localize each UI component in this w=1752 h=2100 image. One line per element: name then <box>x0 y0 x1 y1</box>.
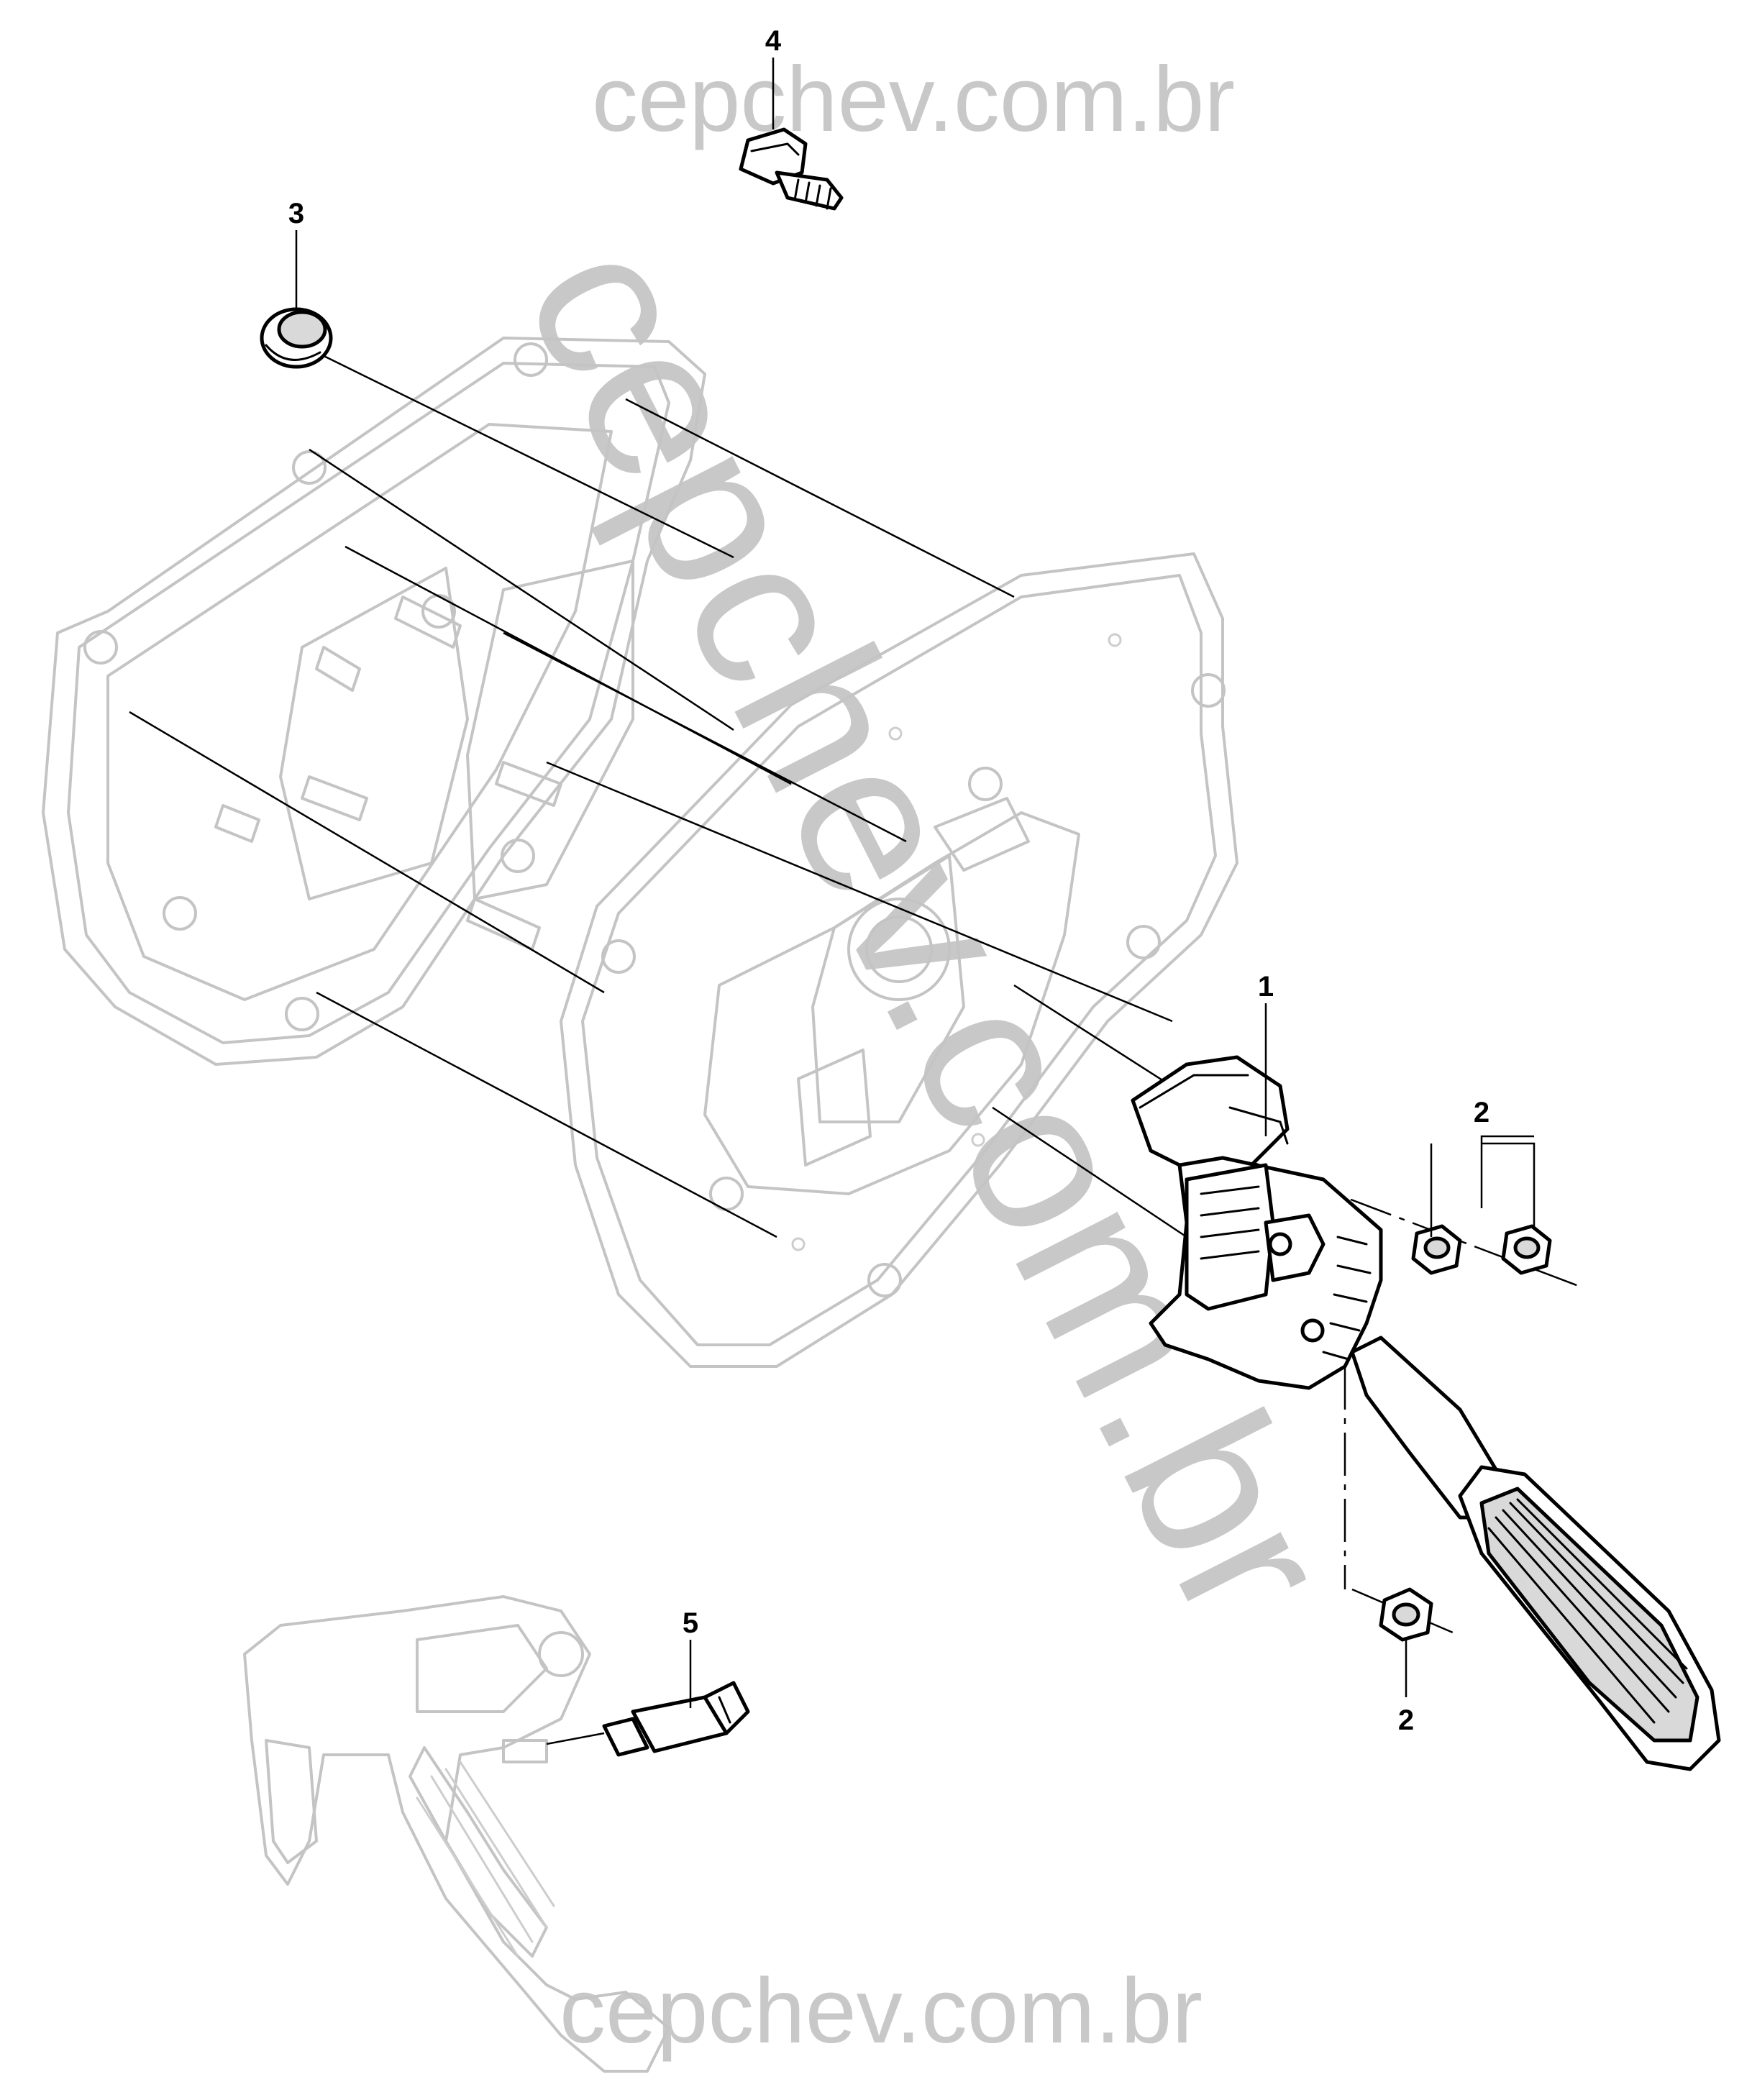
part-1-accelerator-pedal[interactable] <box>1131 1055 1721 1771</box>
pedal-bracket-ghost <box>42 337 1238 1368</box>
callout-3: 3 <box>288 198 304 229</box>
callout-5: 5 <box>683 1607 698 1639</box>
part-2-nut-lower[interactable] <box>1379 1587 1433 1642</box>
clutch-pedal-ghost <box>243 1595 670 2073</box>
part-4-bolt[interactable] <box>739 127 844 211</box>
callout-labels: 1 2 2 3 4 5 <box>288 25 1489 1736</box>
callout-leaders <box>295 58 1536 1708</box>
callout-4: 4 <box>765 25 782 57</box>
part-2-nut-upper-right[interactable] <box>1501 1224 1552 1275</box>
callout-1: 1 <box>1258 971 1274 1003</box>
part-2-nut-upper-left[interactable] <box>1411 1224 1462 1275</box>
part-5-switch[interactable] <box>602 1681 750 1757</box>
callout-2-bottom: 2 <box>1398 1704 1414 1736</box>
callout-2-top: 2 <box>1474 1097 1489 1128</box>
watermark-bottom: cepchev.com.br <box>560 1960 1203 2063</box>
part-3-grommet[interactable] <box>260 307 333 369</box>
watermark-layer: cepchev.com.br cepchev.com.br cepchev.co… <box>479 48 1379 2063</box>
watermark-top: cepchev.com.br <box>592 48 1235 151</box>
